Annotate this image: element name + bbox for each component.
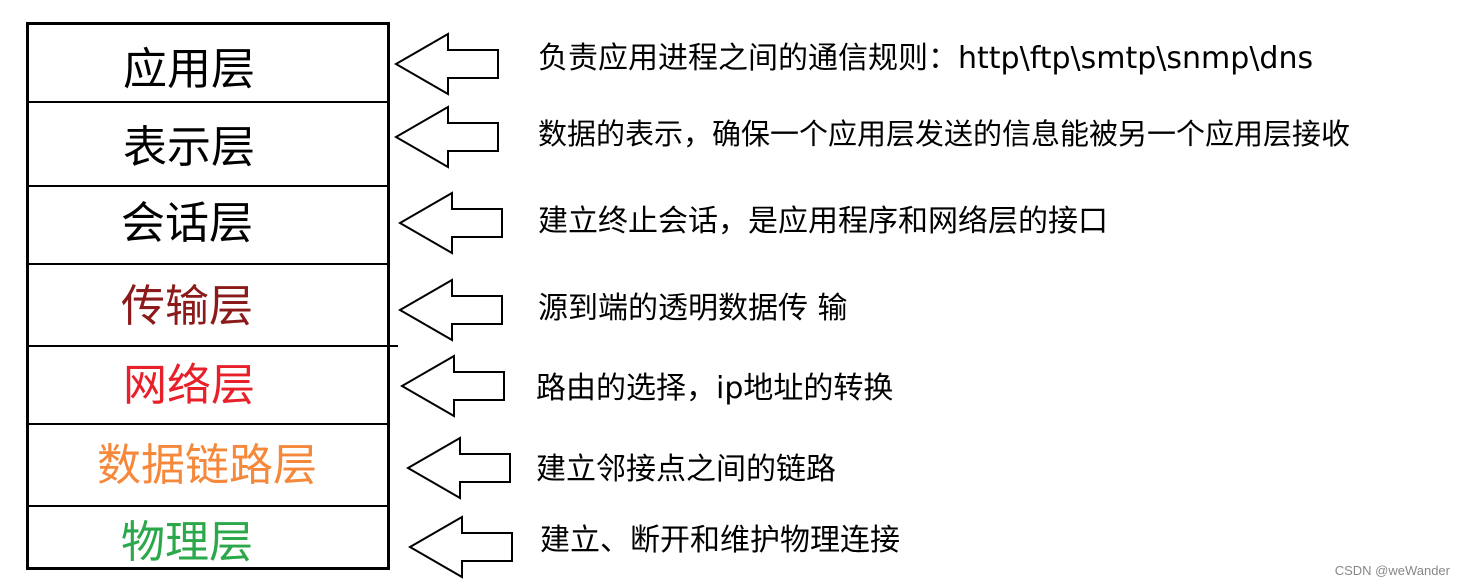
left-arrow-icon (393, 32, 499, 96)
layer-divider (26, 505, 390, 507)
layer-divider (26, 185, 390, 187)
left-arrow-icon (393, 105, 499, 169)
left-arrow-icon (397, 278, 503, 342)
layer-description-transport: 源到端的透明数据传 输 (538, 291, 848, 326)
layer-description-application: 负责应用进程之间的通信规则：http\ftp\smtp\snmp\dns (538, 41, 1314, 76)
layer-name-presentation: 表示层 (123, 122, 255, 173)
left-arrow-icon (399, 354, 505, 418)
layer-divider (26, 345, 398, 347)
left-arrow-icon (407, 515, 513, 579)
layer-description-session: 建立终止会话，是应用程序和网络层的接口 (538, 204, 1108, 239)
layer-divider (26, 423, 390, 425)
left-arrow-icon (397, 191, 503, 255)
osi-layer-stack (26, 22, 398, 570)
layer-divider (26, 101, 390, 103)
layer-description-physical: 建立、断开和维护物理连接 (540, 523, 900, 558)
layer-description-network: 路由的选择，ip地址的转换 (536, 371, 894, 406)
layer-name-transport: 传输层 (121, 281, 253, 332)
layer-name-application: 应用层 (123, 44, 255, 95)
watermark-text: CSDN @weWander (1334, 563, 1450, 578)
layer-description-presentation: 数据的表示，确保一个应用层发送的信息能被另一个应用层接收 (538, 117, 1351, 151)
layer-name-physical: 物理层 (121, 517, 253, 568)
left-arrow-icon (405, 436, 511, 500)
layer-description-data-link: 建立邻接点之间的链路 (536, 452, 836, 487)
layer-name-session: 会话层 (121, 198, 253, 249)
layer-name-data-link: 数据链路层 (97, 440, 317, 491)
layer-name-network: 网络层 (123, 360, 255, 411)
layer-divider (26, 263, 390, 265)
